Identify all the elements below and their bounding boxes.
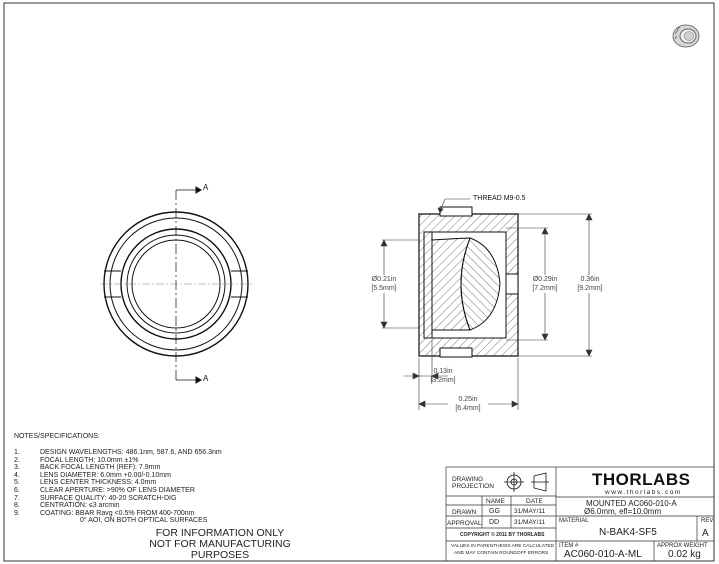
drawn-label: DRAWN: [452, 509, 477, 516]
drawn-name: GG: [489, 508, 500, 515]
note-item: 4.LENS DIAMETER: 6.0mm +0.00/-0.10mm: [14, 471, 171, 479]
notes-title: NOTES/SPECIFICATIONS:: [14, 433, 100, 440]
disclaimer-line-2: NOT FOR MANUFACTURING PURPOSES: [149, 538, 291, 561]
material-value: N-BAK4-SF5: [599, 527, 657, 538]
dim-outer-in: 0.36in: [580, 276, 600, 283]
front-view: [100, 186, 252, 384]
note-item: 0° AOI, ON BOTH OPTICAL SURFACES: [80, 517, 208, 525]
weight-label: APPROX WEIGHT: [657, 543, 708, 549]
rev-value: A: [702, 528, 709, 539]
dim-clear-aperture-in: Ø0.29in: [532, 276, 558, 283]
dim-clear-aperture: Ø0.29in [7.2mm]: [526, 275, 564, 293]
projection-symbol-icon: [504, 472, 549, 492]
name-header: NAME: [486, 498, 505, 505]
note-item: 7.SURFACE QUALITY: 40-20 SCRATCH-DIG: [14, 494, 177, 502]
website: www.thorlabs.com: [605, 489, 682, 496]
approval-name: DD: [489, 519, 500, 526]
dim-length-1: 0.13in [3.2mm]: [423, 367, 463, 385]
dim-outer: 0.36in [9.2mm]: [572, 275, 608, 293]
date-header: DATE: [526, 498, 543, 505]
values-note-1: VALUES IN PARENTHESIS ARE CALCULATED: [451, 544, 555, 549]
values-note-2: AND MAY CONTAIN ROUNDOFF ERRORS: [454, 551, 549, 556]
material-label: MATERIAL: [559, 518, 589, 524]
title-block-lines: [445, 466, 715, 562]
item-value: AC060-010-A-ML: [564, 549, 642, 560]
section-label-top: A: [203, 183, 209, 192]
disclaimer: FOR INFORMATION ONLY NOT FOR MANUFACTURI…: [120, 528, 320, 561]
dim-length-2-mm: [6.4mm]: [455, 405, 481, 412]
notes-specifications: NOTES/SPECIFICATIONS: 1.DESIGN WAVELENGT…: [14, 433, 222, 525]
thread-callout: THREAD M9-0.5: [473, 195, 526, 202]
part-thumbnail-image: [672, 24, 700, 48]
copyright: COPYRIGHT © 2011 BY THORLABS: [460, 532, 545, 538]
sheet-border: [3, 2, 715, 562]
section-view: [418, 206, 519, 358]
drawn-date: 31/MAY/11: [514, 508, 546, 515]
dim-left-diameter: Ø0.21in [5.5mm]: [364, 275, 404, 293]
note-item: 2.FOCAL LENGTH: 10.0mm ±1%: [14, 456, 139, 464]
note-item: 1.DESIGN WAVELENGTHS: 486.1nm, 587.6, AN…: [14, 449, 222, 456]
dim-length-2-in: 0.25in: [458, 396, 478, 403]
rev-label: REV: [701, 518, 714, 524]
dim-length-1-in: 0.13in: [433, 368, 453, 375]
weight-value: 0.02 kg: [668, 549, 701, 560]
dim-left-diameter-in: Ø0.21in: [371, 276, 397, 283]
dim-clear-aperture-mm: [7.2mm]: [532, 285, 558, 292]
part-description-2: Ø6.0mm, efl=10.0mm: [584, 507, 662, 516]
note-item: 9.COATING: BBAR Ravg <0.5% FROM 400-700n…: [14, 509, 195, 517]
note-item: 5.LENS CENTER THICKNESS: 4.0mm: [14, 479, 157, 487]
note-item: 3.BACK FOCAL LENGTH (REF): 7.9mm: [14, 464, 161, 472]
approval-date: 31/MAY/11: [514, 519, 546, 526]
note-item: 6.CLEAR APERTURE: >90% OF LENS DIAMETER: [14, 486, 195, 494]
dim-outer-mm: [9.2mm]: [577, 285, 603, 292]
dim-length-2: 0.25in [6.4mm]: [448, 395, 488, 413]
item-label: ITEM #: [559, 543, 579, 549]
section-label-bottom: A: [203, 374, 209, 383]
thorlabs-logo: THORLABS: [592, 470, 691, 489]
part-description-1: MOUNTED AC060-010-A: [586, 499, 677, 508]
dim-length-1-mm: [3.2mm]: [430, 377, 456, 384]
notes-list: 1.DESIGN WAVELENGTHS: 486.1nm, 587.6, AN…: [14, 449, 222, 525]
drawing-projection-label: DRAWING PROJECTION: [452, 476, 494, 490]
disclaimer-line-1: FOR INFORMATION ONLY: [155, 527, 285, 539]
dim-left-diameter-mm: [5.5mm]: [371, 285, 397, 292]
approval-label: APPROVAL: [447, 520, 482, 527]
note-item: 8.CENTRATION: ≤3 arcmin: [14, 502, 120, 510]
